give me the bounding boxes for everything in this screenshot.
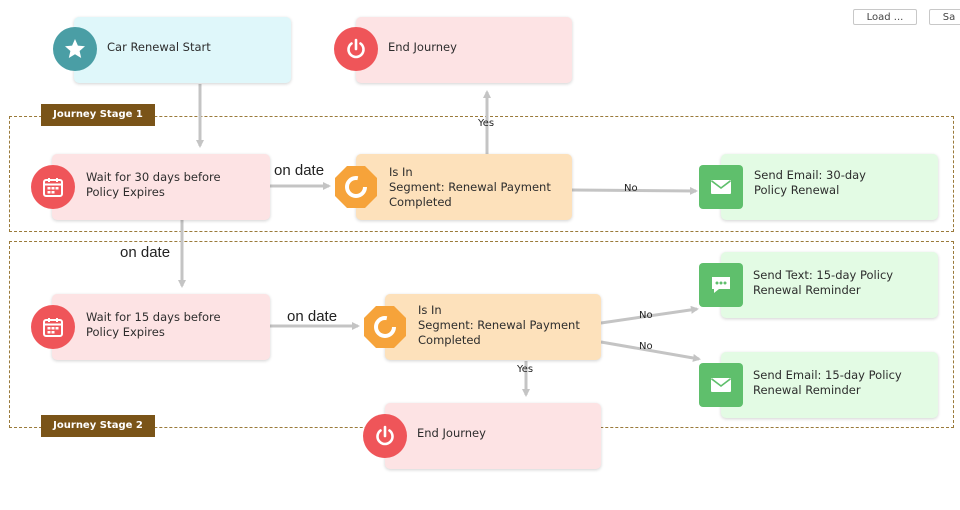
edge-segment2-no-email (600, 340, 701, 362)
end-journey-top-node[interactable]: End Journey (356, 17, 572, 83)
send-text-15-day-label: Send Text: 15-day Policy Renewal Reminde… (753, 268, 894, 297)
send-email-15-day-label: Send Email: 15-day Policy Renewal Remind… (753, 368, 902, 397)
envelope-icon (699, 363, 743, 407)
send-email-30-day-label: Send Email: 30-day Policy Renewal (754, 168, 866, 197)
journey-stage-2-label: Journey Stage 2 (41, 415, 155, 437)
wait-15-days-label: Wait for 15 days before Policy Expires (86, 310, 221, 339)
end-journey-bottom-label: End Journey (417, 426, 486, 440)
segment-check-1-node[interactable]: Is In Segment: Renewal Payment Completed (356, 154, 572, 220)
wait-15-days-node[interactable]: Wait for 15 days before Policy Expires (52, 294, 270, 360)
segment-check-2-label: Is In Segment: Renewal Payment Completed (418, 303, 580, 347)
edge-segment2-no-text (600, 305, 699, 325)
wait-30-days-node[interactable]: Wait for 30 days before Policy Expires (52, 154, 270, 220)
save-button[interactable]: Sa (929, 9, 960, 25)
edge-label-wait30-on-date: on date (274, 162, 325, 179)
chat-icon (699, 263, 743, 307)
journey-stage-1-box (9, 116, 954, 232)
edge-label-wait30-to-wait15-on-date: on date (120, 244, 171, 261)
edge-label-segment2-no-text: No (639, 310, 653, 321)
load-button[interactable]: Load ... (853, 9, 917, 25)
send-email-30-day-node[interactable]: Send Email: 30-day Policy Renewal (721, 154, 938, 220)
edge-label-segment2-no-email: No (639, 341, 653, 352)
calendar-icon (31, 165, 75, 209)
power-icon (334, 27, 378, 71)
power-icon (363, 414, 407, 458)
star-icon (53, 27, 97, 71)
edge-label-wait15-on-date: on date (287, 308, 338, 325)
edge-label-segment1-yes: Yes (478, 118, 495, 129)
segment-check-2-node[interactable]: Is In Segment: Renewal Payment Completed (385, 294, 601, 360)
segment-icon (362, 304, 408, 350)
start-node[interactable]: Car Renewal Start (74, 17, 291, 83)
edge-label-segment1-no: No (624, 183, 638, 194)
journey-stage-1-label: Journey Stage 1 (41, 104, 155, 126)
calendar-icon (31, 305, 75, 349)
send-text-15-day-node[interactable]: Send Text: 15-day Policy Renewal Reminde… (721, 252, 938, 318)
send-email-15-day-node[interactable]: Send Email: 15-day Policy Renewal Remind… (721, 352, 938, 418)
edge-segment1-no (571, 186, 698, 195)
envelope-icon (699, 165, 743, 209)
end-journey-bottom-node[interactable]: End Journey (385, 403, 601, 469)
segment-check-1-label: Is In Segment: Renewal Payment Completed (389, 165, 551, 209)
segment-icon (333, 164, 379, 210)
start-node-label: Car Renewal Start (107, 40, 211, 54)
wait-30-days-label: Wait for 30 days before Policy Expires (86, 170, 221, 199)
end-journey-top-label: End Journey (388, 40, 457, 54)
edge-label-segment2-yes: Yes (517, 364, 534, 375)
